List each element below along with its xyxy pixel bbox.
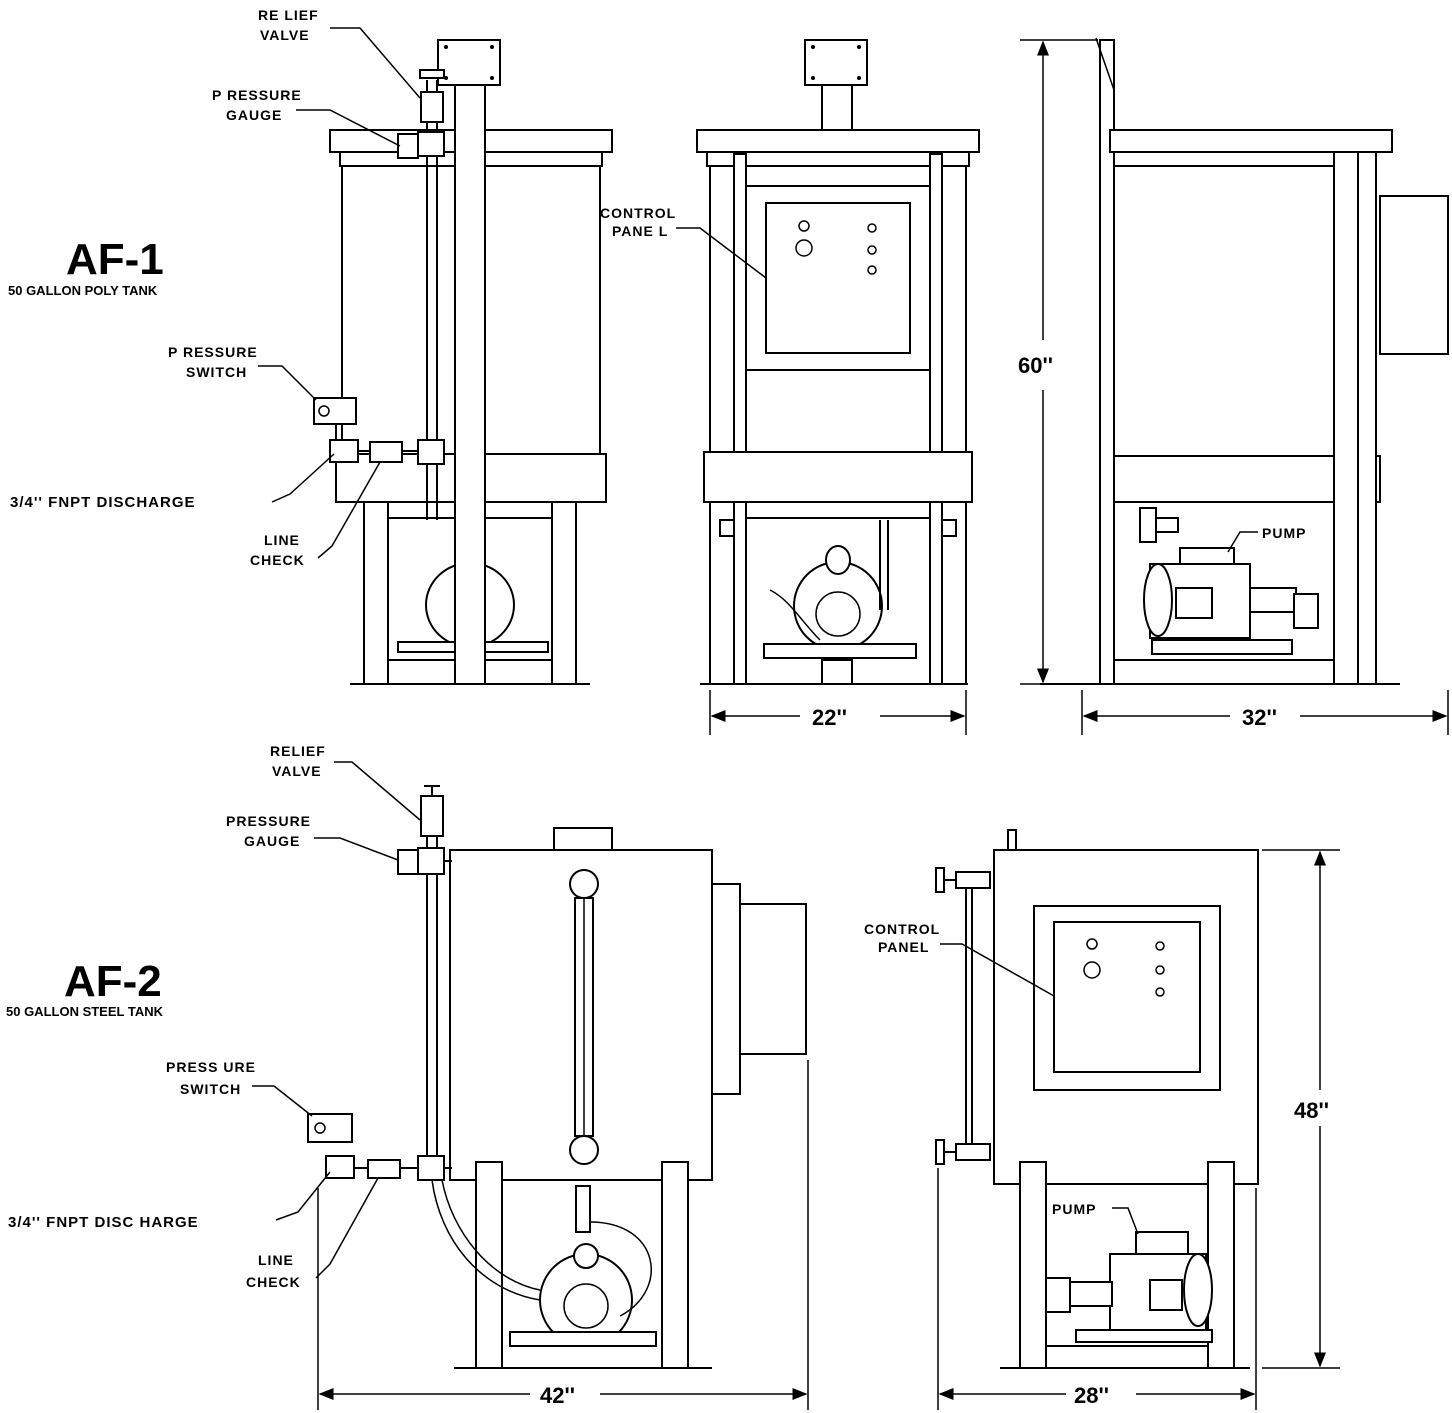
af1-discharge-label: 3/4'' FNPT DISCHARGE bbox=[10, 494, 196, 511]
af1-height-dim: 60'' bbox=[1018, 353, 1053, 378]
af1-dim-32: 32'' bbox=[1081, 690, 1449, 735]
af2-width-front-dim: 28'' bbox=[1074, 1383, 1109, 1408]
af1-width-front-dim: 22'' bbox=[812, 705, 847, 730]
af1-pump-callout: PUMP bbox=[1227, 525, 1306, 553]
af1-dim-60: 60'' bbox=[1018, 39, 1098, 685]
af1-pressure-switch-label-1: P RESSURE bbox=[168, 344, 258, 360]
af2-relief-valve-label-2: VALVE bbox=[272, 763, 322, 779]
af1-subtitle: 50 GALLON POLY TANK bbox=[8, 283, 158, 298]
af1-relief-valve-label-2: VALVE bbox=[260, 27, 310, 43]
af1-line-check-label-1: LINE bbox=[264, 532, 300, 548]
af1-control-panel-label-2: PANE L bbox=[612, 223, 668, 239]
af2-control-panel-label-1: CONTROL bbox=[864, 921, 940, 937]
af2-pressure-switch-label-1: PRESS URE bbox=[166, 1059, 256, 1075]
af1-front-view bbox=[696, 39, 980, 685]
af1-width-side-dim: 32'' bbox=[1242, 705, 1277, 730]
af2-pressure-gauge-label-1: PRESSURE bbox=[226, 813, 311, 829]
af2-width-side-dim: 42'' bbox=[540, 1383, 575, 1408]
af1-pressure-gauge-label-1: P RESSURE bbox=[212, 87, 302, 103]
af2-callouts: RELIEF VALVE PRESSURE GAUGE PRESS URE SW… bbox=[6, 743, 421, 1290]
af1-pressure-gauge-label-2: GAUGE bbox=[226, 107, 282, 123]
af2-pressure-switch-label-2: SWITCH bbox=[180, 1081, 241, 1097]
af2-pump-label: PUMP bbox=[1052, 1201, 1096, 1217]
af1-pressure-switch-label-2: SWITCH bbox=[186, 364, 247, 380]
af1-pump-label: PUMP bbox=[1262, 525, 1306, 541]
af2-line-check-label-2: CHECK bbox=[246, 1274, 301, 1290]
af2-side-view bbox=[307, 785, 807, 1369]
af2-front-callouts: CONTROL PANEL PUMP bbox=[864, 921, 1139, 1235]
af1-side-view bbox=[313, 39, 613, 685]
af1-title: AF-1 bbox=[66, 235, 164, 284]
af2-dim-48: 48'' bbox=[1262, 849, 1340, 1369]
af2-pressure-gauge-label-2: GAUGE bbox=[244, 833, 300, 849]
af2-line-check-label-1: LINE bbox=[258, 1252, 294, 1268]
af1-front-callouts: CONTROL PANE L bbox=[600, 205, 767, 279]
af2-front-view bbox=[935, 829, 1259, 1369]
af1-callouts: RE LIEF VALVE P RESSURE GAUGE P RESSURE … bbox=[8, 7, 421, 568]
af1-relief-valve-label-1: RE LIEF bbox=[258, 7, 319, 23]
af2-title: AF-2 bbox=[64, 957, 162, 1006]
af2-subtitle: 50 GALLON STEEL TANK bbox=[6, 1004, 164, 1019]
af2-discharge-label: 3/4'' FNPT DISC HARGE bbox=[8, 1214, 199, 1231]
af2-dim-28: 28'' bbox=[937, 1168, 1257, 1410]
af2-height-dim: 48'' bbox=[1294, 1098, 1329, 1123]
af1-pump-side-view bbox=[1040, 37, 1449, 685]
af2-control-panel-label-2: PANEL bbox=[878, 939, 929, 955]
af1-line-check-label-2: CHECK bbox=[250, 552, 305, 568]
af1-control-panel-label-1: CONTROL bbox=[600, 205, 676, 221]
af2-dim-42: 42'' bbox=[317, 1060, 809, 1410]
af1-dim-22: 22'' bbox=[709, 690, 967, 735]
af2-relief-valve-label-1: RELIEF bbox=[270, 743, 326, 759]
